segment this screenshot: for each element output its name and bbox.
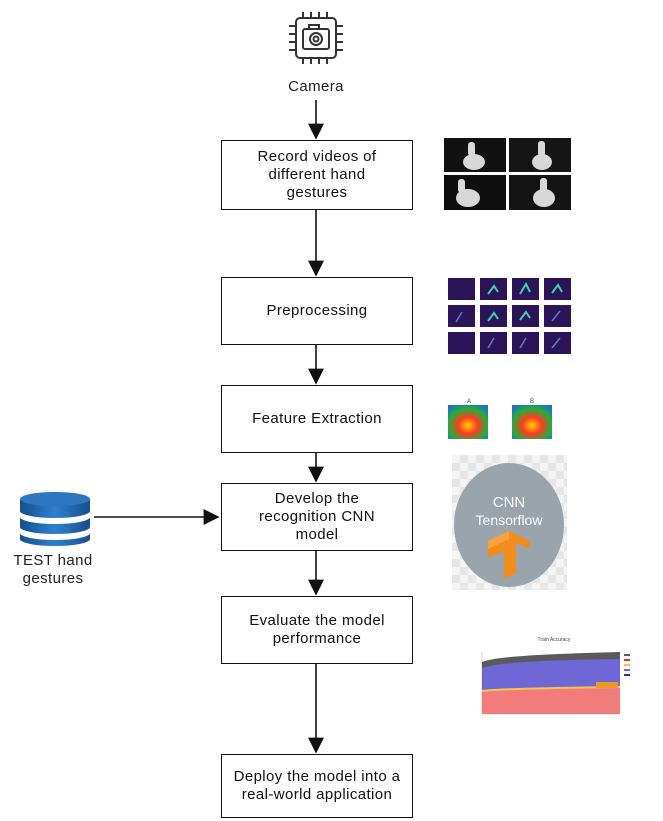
step-develop-cnn: Develop the recognition CNN model [221,483,413,551]
cnn-logo-line1: CNN [493,494,526,511]
train-accuracy-chart: Train Accuracy [458,632,658,730]
test-data-label: TEST hand gestures [13,552,93,587]
step-feature-extraction-text: Feature Extraction [252,410,382,427]
camera-label: Camera [288,78,344,95]
accuracy-chart-title: Train Accuracy [538,637,571,643]
tensorflow-logo-icon [488,531,530,579]
cnn-tensorflow-logo: CNN Tensorflow [452,455,567,590]
heatmap-label-b: B [530,399,534,405]
preprocessed-frames [448,278,572,354]
step-preprocessing-text: Preprocessing [266,302,368,319]
cnn-logo-line2: Tensorflow [476,512,544,528]
step-record-videos-text: Record videos of different hand gestures [257,148,377,201]
step-record-videos: Record videos of different hand gestures [221,140,413,210]
step-preprocessing: Preprocessing [221,277,413,345]
camera-chip-icon [285,10,347,66]
step-deploy-model: Deploy the model into a real-world appli… [221,754,413,818]
heatmap-label-a: A [467,399,471,405]
step-evaluate-model-text: Evaluate the model performance [249,612,385,647]
feature-heatmaps: A B [444,395,564,441]
step-deploy-model-text: Deploy the model into a real-world appli… [233,768,401,803]
step-feature-extraction: Feature Extraction [221,385,413,453]
database-icon [16,489,94,547]
step-evaluate-model: Evaluate the model performance [221,596,413,664]
step-develop-cnn-text: Develop the recognition CNN model [258,490,376,543]
hand-gesture-photos [444,138,571,210]
